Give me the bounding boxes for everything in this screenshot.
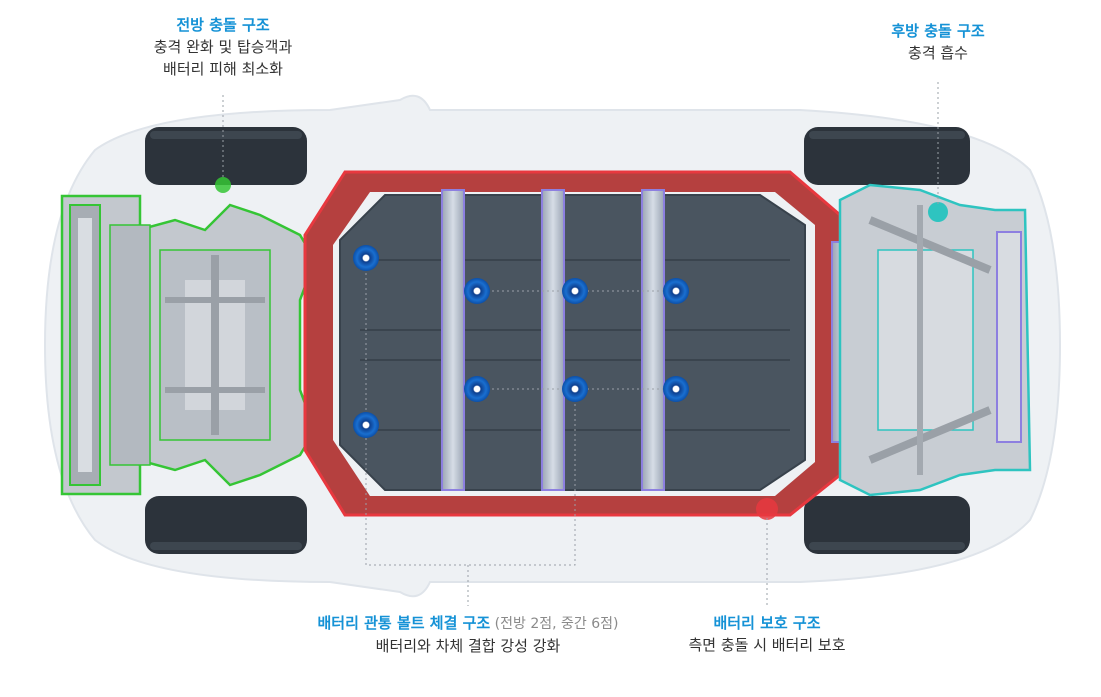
bolt-marker-icon	[353, 412, 379, 438]
protect-callout-dot-icon	[756, 498, 778, 520]
battery-protection-label: 배터리 보호 구조 측면 충돌 시 배터리 보호	[667, 612, 867, 656]
front-crash-title: 전방 충돌 구조	[176, 16, 270, 34]
bolt-structure-label: 배터리 관통 볼트 체결 구조 (전방 2점, 중간 6점) 배터리와 차체 결…	[258, 612, 678, 657]
bolt-marker-icon	[663, 376, 689, 402]
bolt-structure-title-main: 배터리 관통 볼트 체결 구조	[317, 614, 491, 632]
wheel-rear-bottom-icon	[804, 496, 970, 554]
bolt-structure-title: 배터리 관통 볼트 체결 구조 (전방 2점, 중간 6점)	[258, 612, 678, 635]
bolt-marker-icon	[663, 278, 689, 304]
front-crash-desc-line-1: 충격 완화 및 탑승객과	[153, 38, 293, 56]
bolt-marker-icon	[464, 278, 490, 304]
bolt-marker-icon	[353, 245, 379, 271]
bolt-marker-icon	[562, 376, 588, 402]
wheel-rear-top-icon	[804, 127, 970, 185]
rear-crash-label: 후방 충돌 구조 충격 흡수	[858, 20, 1018, 64]
front-crash-desc-line-2: 배터리 피해 최소화	[163, 60, 283, 78]
bolt-marker-icon	[562, 278, 588, 304]
rear-callout-dot-icon	[928, 202, 948, 222]
bolt-structure-title-sub: (전방 2점, 중간 6점)	[490, 616, 619, 632]
front-callout-dot-icon	[215, 177, 231, 193]
bolt-marker-icon	[464, 376, 490, 402]
rear-crash-title: 후방 충돌 구조	[891, 22, 985, 40]
wheel-front-top-icon	[145, 127, 307, 185]
battery-pack	[339, 194, 806, 491]
rear-crash-structure	[838, 183, 1032, 497]
battery-protection-title: 배터리 보호 구조	[713, 614, 821, 632]
front-crash-structure	[60, 177, 317, 496]
battery-protection-desc-line-1: 측면 충돌 시 배터리 보호	[688, 636, 846, 654]
wheel-front-bottom-icon	[145, 496, 307, 554]
callout-leader-lines	[222, 82, 939, 606]
rear-crash-desc-line-1: 충격 흡수	[908, 44, 968, 62]
bolt-guide-lines	[365, 258, 676, 606]
bolt-markers	[353, 245, 689, 438]
front-crash-label: 전방 충돌 구조 충격 완화 및 탑승객과 배터리 피해 최소화	[123, 14, 323, 80]
bolt-structure-desc-line-1: 배터리와 차체 결합 강성 강화	[375, 637, 561, 655]
